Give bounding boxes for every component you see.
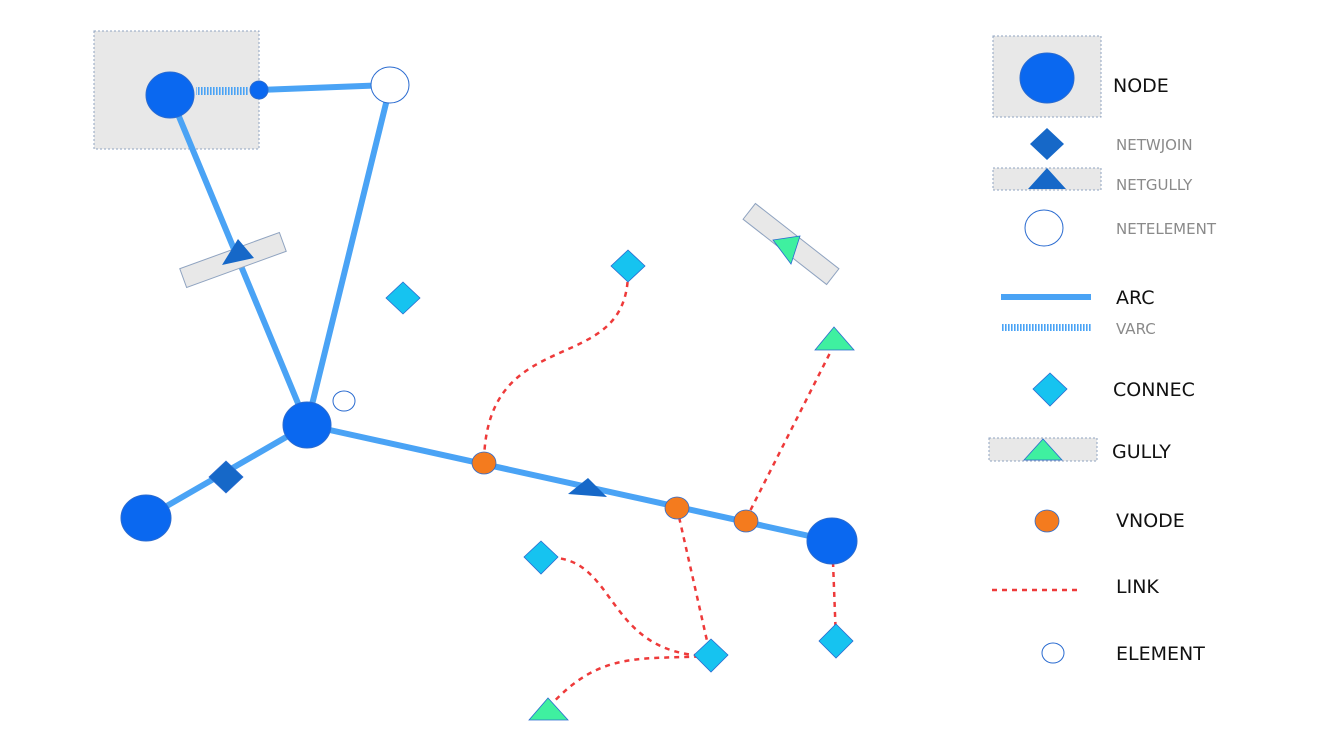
legend-netgully-label: NETGULLY: [1116, 176, 1193, 194]
element-near-center[interactable]: [332, 390, 356, 412]
connec-3[interactable]: [523, 540, 559, 575]
link-vnode-2-to-connec[interactable]: [675, 507, 712, 655]
legend-netwjoin-label: NETWJOIN: [1116, 136, 1193, 154]
connecs: [385, 249, 854, 673]
vnode-2[interactable]: [664, 496, 690, 520]
arc-netelement-to-center[interactable]: [304, 84, 393, 428]
links: [482, 271, 838, 708]
node-left[interactable]: [120, 494, 172, 542]
legend-link-label: LINK: [1116, 576, 1159, 598]
legend-gully-symbol: [1023, 438, 1063, 461]
connec-1[interactable]: [385, 281, 421, 315]
gully-triangle-right[interactable]: [814, 326, 855, 351]
netelement-top[interactable]: [370, 66, 410, 104]
legend-row-arc: ARC: [1001, 287, 1155, 309]
legend-netgully-symbol: [1028, 168, 1066, 189]
varc-segment[interactable]: [196, 87, 248, 95]
legend-row-varc: VARC: [1001, 320, 1156, 338]
legend-node-label: NODE: [1113, 75, 1169, 97]
node-right[interactable]: [806, 517, 858, 565]
diagram-area: [93, 30, 858, 721]
legend-element-symbol: [1041, 642, 1065, 664]
connec-5[interactable]: [818, 623, 854, 659]
legend-row-gully: GULLY: [988, 437, 1171, 463]
node-small[interactable]: [249, 80, 269, 100]
legend-row-netgully: NETGULLY: [992, 167, 1193, 194]
connec-4[interactable]: [693, 638, 729, 673]
legend-vnode-symbol: [1034, 509, 1060, 533]
legend-node-symbol: [1019, 52, 1075, 104]
netgully-triangle-on-arc[interactable]: [568, 478, 607, 497]
link-gully-bottom-to-connec[interactable]: [548, 654, 711, 708]
legend-gully-label: GULLY: [1112, 441, 1171, 463]
legend-row-vnode: VNODE: [1034, 509, 1185, 533]
vnode-3[interactable]: [733, 509, 759, 533]
legend: NODE NETWJOIN NETGULLY NETELEMENT ARC VA…: [988, 35, 1217, 665]
arc-small-node-to-netelement[interactable]: [256, 82, 393, 93]
link-connec-bottom-to-connec[interactable]: [540, 556, 711, 658]
node-center[interactable]: [282, 401, 332, 449]
vnode-1[interactable]: [471, 451, 497, 475]
legend-row-link: LINK: [992, 576, 1159, 598]
link-gully-to-vnode-3[interactable]: [744, 344, 836, 520]
netgully-on-arc[interactable]: [179, 231, 287, 289]
gully-triangle-bottom[interactable]: [528, 697, 569, 721]
legend-varc-label: VARC: [1116, 320, 1156, 338]
connec-2[interactable]: [610, 249, 646, 283]
legend-element-label: ELEMENT: [1116, 643, 1205, 665]
nodes: [120, 71, 858, 565]
node-top-left[interactable]: [145, 71, 195, 119]
link-node-to-connec[interactable]: [831, 561, 838, 641]
gully-top-right[interactable]: [742, 202, 840, 286]
legend-row-element: ELEMENT: [1041, 642, 1205, 665]
legend-row-connec: CONNEC: [1032, 372, 1195, 407]
link-connec-to-vnode-1[interactable]: [482, 271, 630, 463]
legend-netelement-label: NETELEMENT: [1116, 220, 1217, 238]
vnodes: [471, 451, 759, 533]
legend-connec-label: CONNEC: [1113, 379, 1195, 401]
legend-arc-label: ARC: [1116, 287, 1155, 309]
netwjoin-left[interactable]: [208, 460, 244, 494]
legend-row-netelement: NETELEMENT: [1024, 209, 1217, 247]
legend-row-netwjoin: NETWJOIN: [1030, 128, 1193, 160]
legend-netwjoin-symbol: [1030, 128, 1064, 160]
legend-connec-symbol: [1032, 372, 1068, 407]
legend-varc-symbol: [1001, 324, 1091, 331]
legend-netelement-symbol: [1024, 209, 1064, 247]
legend-vnode-label: VNODE: [1116, 510, 1185, 532]
legend-row-node: NODE: [992, 35, 1169, 118]
